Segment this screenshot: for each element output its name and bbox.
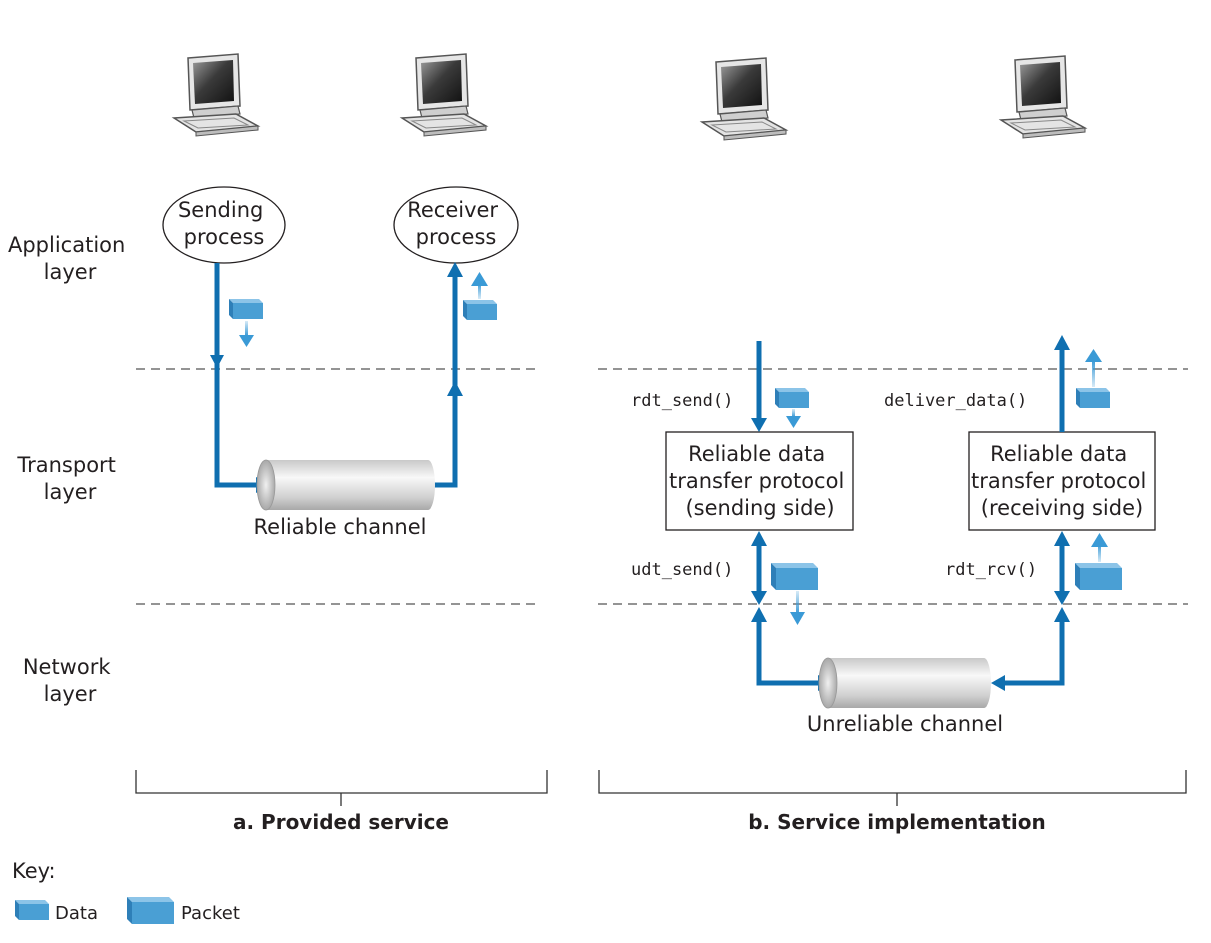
sending-process-ellipse xyxy=(162,186,286,264)
network-layer-label: Network layer xyxy=(23,655,117,706)
computer-icon xyxy=(1000,55,1086,139)
reliable-channel-label: Reliable channel xyxy=(254,515,427,539)
receiving-side-protocol-box xyxy=(968,431,1156,531)
rdt-rcv-label: rdt_rcv() xyxy=(945,560,1037,580)
service-implementation-caption: b. Service implementation xyxy=(748,810,1046,834)
sending-process-label: Sending process xyxy=(178,198,270,249)
sender-network-arrow xyxy=(756,620,820,686)
udt-send-label: udt_send() xyxy=(631,560,733,580)
sending-side-protocol-box xyxy=(665,431,854,531)
receiving-side-protocol-label: Reliable data transfer protocol (receivi… xyxy=(971,442,1153,520)
transport-layer-label: Transport layer xyxy=(16,453,122,504)
send-flow-arrow xyxy=(214,263,258,488)
sending-side-protocol-label: Reliable data transfer protocol (sending… xyxy=(669,442,851,520)
key-title: Key: xyxy=(12,859,56,883)
receiver-process-label: Receiver process xyxy=(407,198,505,249)
unreliable-channel-label: Unreliable channel xyxy=(807,712,1003,736)
data-icon xyxy=(15,900,49,920)
data-icon xyxy=(1076,388,1110,408)
receiver-process-ellipse xyxy=(393,186,519,264)
data-icon xyxy=(229,299,263,319)
packet-icon xyxy=(127,897,174,924)
unreliable-channel-pipe-icon xyxy=(818,657,991,709)
provided-service-caption: a. Provided service xyxy=(233,810,449,834)
key-data-label: Data xyxy=(55,903,98,924)
data-icon xyxy=(463,300,497,320)
deliver-data-label: deliver_data() xyxy=(884,391,1027,411)
packet-icon xyxy=(1075,563,1122,590)
computer-icon xyxy=(701,57,787,141)
reliable-channel-pipe-icon xyxy=(256,459,435,511)
service-implementation-bracket xyxy=(598,770,1187,806)
key-packet-label: Packet xyxy=(181,903,240,924)
receive-flow-arrow xyxy=(426,275,458,488)
packet-icon xyxy=(771,563,818,590)
application-layer-label: Application layer xyxy=(8,233,132,284)
receiver-network-arrow xyxy=(1003,620,1065,686)
data-icon xyxy=(775,388,809,408)
rdt-send-label: rdt_send() xyxy=(631,391,733,411)
provided-service-bracket xyxy=(135,770,548,806)
computer-icon xyxy=(173,53,259,137)
computer-icon xyxy=(401,53,487,137)
